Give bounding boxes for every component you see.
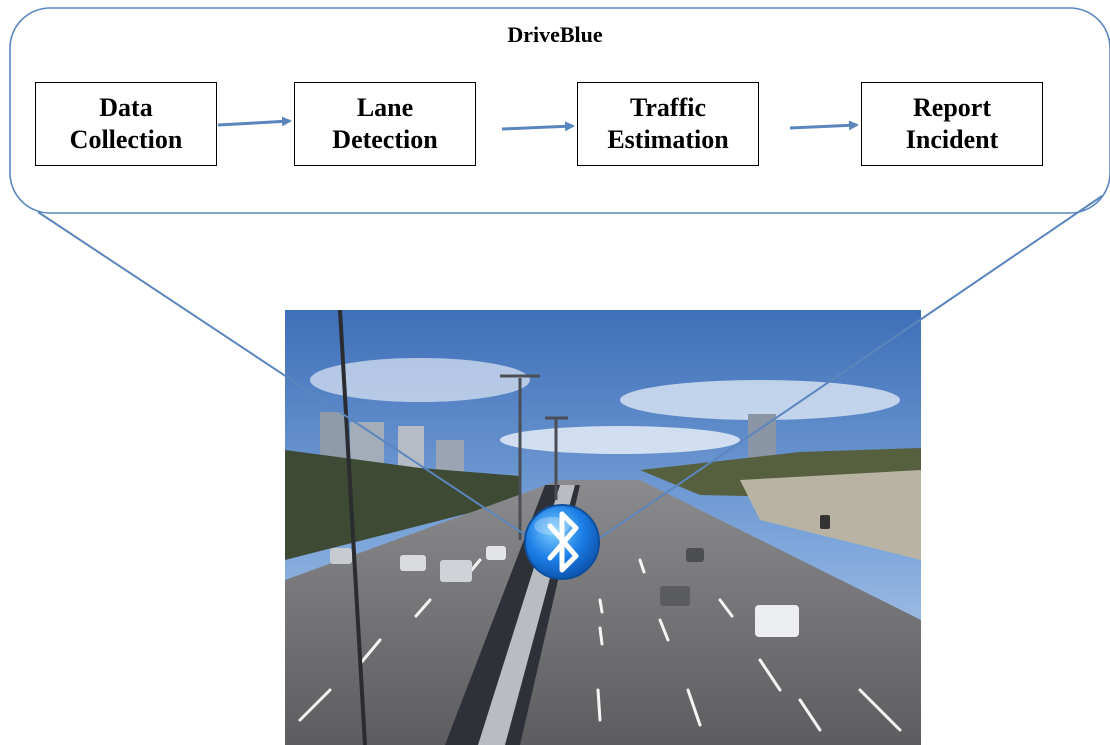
- step-report-incident: Report Incident: [861, 82, 1043, 166]
- step-label-line1: Lane: [356, 93, 414, 123]
- highway-photo: [285, 310, 921, 745]
- step-label-line1: Traffic: [629, 93, 707, 123]
- step-label-line1: Report: [913, 93, 991, 123]
- driveblue-container: [9, 7, 1110, 214]
- step-label-line2: Collection: [69, 125, 183, 154]
- arrow-3-4: [789, 120, 859, 131]
- step-lane-detection: Lane Detection: [294, 82, 476, 166]
- arrow-2-3: [501, 121, 575, 132]
- step-label-line2: Incident: [905, 125, 999, 154]
- bluetooth-icon: [524, 504, 600, 580]
- arrow-1-2: [217, 116, 292, 127]
- step-data-collection: Data Collection: [35, 82, 217, 166]
- projection-line-left: [37, 211, 546, 549]
- projection-line-right: [584, 195, 1103, 549]
- step-traffic-estimation: Traffic Estimation: [577, 82, 759, 166]
- step-label-line1: Data: [99, 93, 153, 123]
- diagram-title: DriveBlue: [507, 22, 603, 47]
- step-label-line2: Detection: [332, 125, 438, 154]
- vehicles: [330, 515, 830, 637]
- step-label-line2: Estimation: [607, 125, 729, 154]
